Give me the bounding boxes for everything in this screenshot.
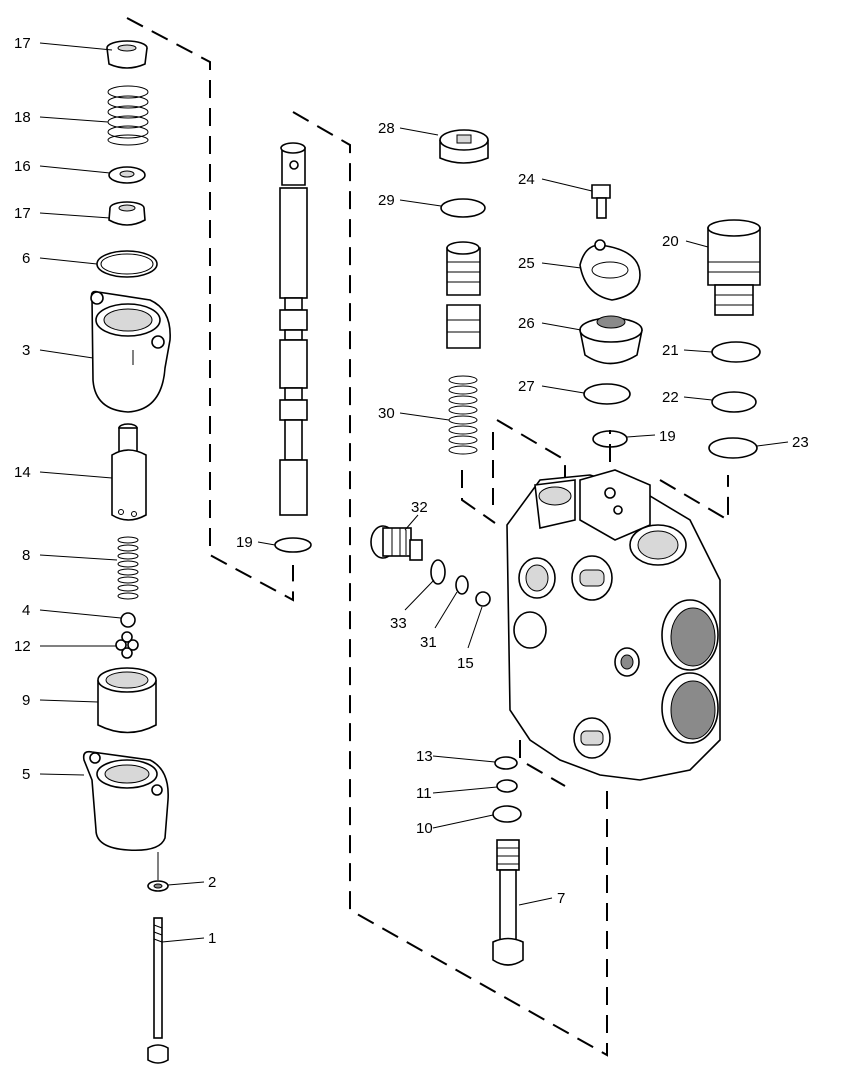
leader-lines (39, 42, 789, 943)
callout-9: 9 (22, 692, 30, 709)
part-12-balls (115, 631, 139, 659)
callout-28: 28 (378, 120, 395, 137)
callout-19-spool: 19 (236, 534, 253, 551)
part-31-o-ring (455, 575, 469, 595)
part-7-plunger (492, 839, 524, 966)
spool (279, 142, 308, 516)
part-3-housing (90, 290, 171, 413)
part-25-flange (579, 239, 641, 301)
callout-27: 27 (518, 378, 535, 395)
callout-23: 23 (792, 434, 809, 451)
callout-17-lower: 17 (14, 205, 31, 222)
callout-8: 8 (22, 547, 30, 564)
part-4-ball (120, 612, 136, 628)
part-13-o-ring (494, 756, 518, 770)
callout-7: 7 (557, 890, 565, 907)
part-19-o-ring-spool (274, 537, 312, 553)
callout-16: 16 (14, 158, 31, 175)
callout-4: 4 (22, 602, 30, 619)
callout-31: 31 (420, 634, 437, 651)
callout-5: 5 (22, 766, 30, 783)
part-27-o-ring (583, 383, 631, 405)
callout-29: 29 (378, 192, 395, 209)
callout-3: 3 (22, 342, 30, 359)
part-5-housing (82, 750, 169, 852)
part-33-o-ring (430, 559, 446, 585)
part-19-o-ring-upper (592, 430, 628, 448)
callout-20: 20 (662, 233, 679, 250)
callout-labels: 17 18 16 17 6 3 14 8 4 12 9 5 2 1 19 28 … (14, 35, 809, 947)
part-26-cap (579, 315, 643, 365)
callout-24: 24 (518, 171, 535, 188)
part-11-o-ring (496, 779, 518, 793)
part-9-sleeve (97, 667, 157, 734)
part-17-top-cap (106, 40, 148, 69)
callout-33: 33 (390, 615, 407, 632)
part-1-bolt (147, 852, 169, 1064)
part-21-o-ring (711, 341, 761, 363)
assembly-guide-lines (126, 17, 729, 1057)
part-18-spring (107, 85, 149, 146)
callout-30: 30 (378, 405, 395, 422)
part-15-ball (475, 591, 491, 607)
part-20-cartridge (707, 219, 761, 316)
part-29-o-ring (440, 198, 486, 218)
callout-1: 1 (208, 930, 216, 947)
callout-6: 6 (22, 250, 30, 267)
callout-13: 13 (416, 748, 433, 765)
callout-26: 26 (518, 315, 535, 332)
part-8-spring (117, 536, 139, 600)
part-22-o-ring (711, 391, 757, 413)
callout-10: 10 (416, 820, 433, 837)
part-23-o-ring (708, 437, 758, 459)
callout-32: 32 (411, 499, 428, 516)
callout-15: 15 (457, 655, 474, 672)
callout-11: 11 (416, 785, 432, 802)
part-2-washer (147, 880, 169, 892)
callout-18: 18 (14, 109, 31, 126)
part-10-o-ring (492, 805, 522, 823)
part-32-plug (370, 525, 423, 561)
valve-body (506, 469, 721, 781)
callout-14: 14 (14, 464, 31, 481)
callout-25: 25 (518, 255, 535, 272)
callout-17-top: 17 (14, 35, 31, 52)
callout-12: 12 (14, 638, 31, 655)
callout-19-upper: 19 (659, 428, 676, 445)
callout-2: 2 (208, 874, 216, 891)
part-30-poppet-spring (446, 241, 481, 455)
part-6-o-ring (96, 250, 158, 278)
callout-22: 22 (662, 389, 679, 406)
part-28-plug (439, 129, 489, 164)
part-16-washer (108, 166, 146, 184)
part-14-piston (111, 423, 147, 521)
part-17-lower-cap (108, 201, 146, 226)
callout-21: 21 (662, 342, 679, 359)
part-24-bolt (591, 184, 611, 219)
